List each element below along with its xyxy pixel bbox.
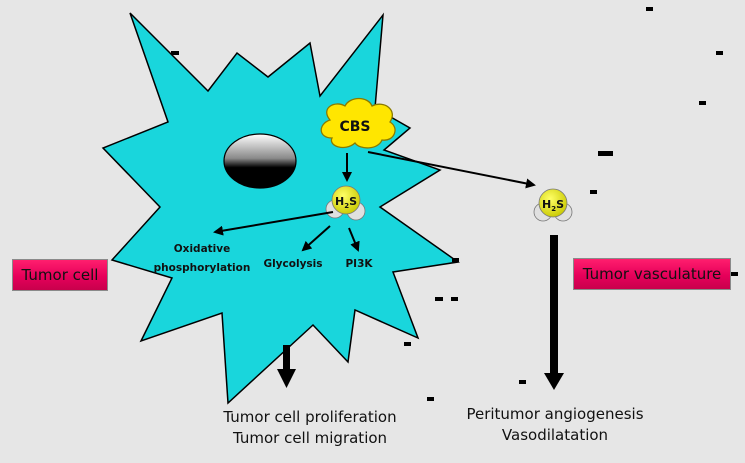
cbs-cloud: CBS xyxy=(320,97,396,149)
h2s-cell-h: H xyxy=(335,195,344,208)
tumor-cell-label-text: Tumor cell xyxy=(21,266,99,284)
nucleus xyxy=(223,133,297,189)
arrow-to-glycolysis xyxy=(301,225,331,252)
h2s-cell-molecule: H2S xyxy=(325,185,366,221)
tumor-cell-outcomes: Tumor cell proliferation Tumor cell migr… xyxy=(200,407,420,449)
outcome-proliferation: Tumor cell proliferation xyxy=(223,408,397,426)
svg-text:H2S: H2S xyxy=(335,195,357,210)
outcome-angiogenesis: Peritumor angiogenesis xyxy=(466,405,644,423)
oxphos-label-line2: phosphorylation xyxy=(154,262,251,274)
pi3k-label: PI3K xyxy=(345,258,373,270)
arrow-down-vessel xyxy=(544,235,564,390)
h2s-vessel-sub: 2 xyxy=(551,205,556,213)
tumor-vasculature-label: Tumor vasculature xyxy=(573,258,731,290)
h2s-vessel-s: S xyxy=(556,198,564,211)
cbs-label: CBS xyxy=(339,119,370,135)
outcome-migration: Tumor cell migration xyxy=(232,429,388,447)
h2s-cell-s: S xyxy=(349,195,357,208)
arrow-to-pi3k xyxy=(348,227,360,252)
arrow-cbs-to-vessel xyxy=(367,151,536,189)
tumor-cell-label: Tumor cell xyxy=(12,259,108,291)
h2s-cell-sub: 2 xyxy=(344,202,349,210)
svg-text:H2S: H2S xyxy=(542,198,564,213)
tumor-vasculature-label-text: Tumor vasculature xyxy=(582,265,722,283)
arrow-to-oxphos xyxy=(213,211,334,236)
h2s-vessel-h: H xyxy=(542,198,551,211)
vasculature-outcomes: Peritumor angiogenesis Vasodilatation xyxy=(450,404,660,446)
outcome-vasodilatation: Vasodilatation xyxy=(501,426,609,444)
oxphos-label-line1: Oxidative xyxy=(174,243,230,255)
h2s-vessel-molecule: H2S xyxy=(533,188,573,222)
dash-artifacts xyxy=(171,7,738,401)
arrow-down-cell xyxy=(277,345,296,388)
glycolysis-label: Glycolysis xyxy=(263,258,322,270)
